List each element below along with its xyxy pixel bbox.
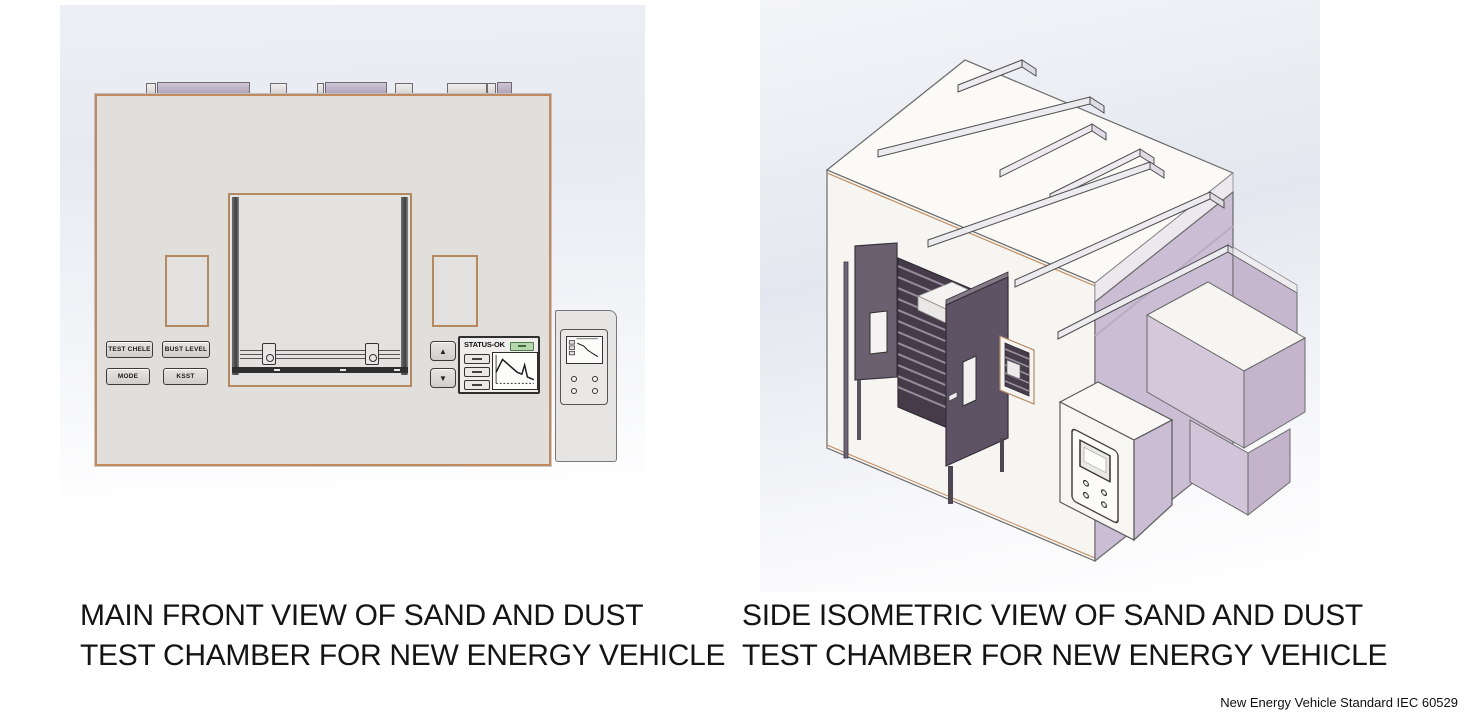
inspection-window-right: [432, 255, 478, 327]
caption-isometric-view: SIDE ISOMETRIC VIEW OF SAND AND DUST TES…: [742, 596, 1387, 676]
controller-button: [571, 388, 577, 394]
status-mini-button: [464, 367, 490, 377]
annex-block-step1: [1145, 281, 1307, 449]
door-track-lines: [240, 347, 400, 361]
door-rail-right: [401, 197, 408, 375]
iso-controller-box: [1058, 381, 1174, 542]
arrow-up-icon: ▲: [439, 346, 447, 356]
status-panel: STATUS-OK: [458, 336, 540, 394]
caption-line: SIDE ISOMETRIC VIEW OF SAND AND DUST: [742, 599, 1363, 632]
chamber-door: [228, 193, 412, 387]
chamber-side-window: [999, 335, 1035, 405]
door-window-slot: [869, 310, 888, 355]
door-window-slot: [962, 355, 977, 407]
test-cycle-button: TEST CHELE: [106, 341, 153, 358]
caption-front-view: MAIN FRONT VIEW OF SAND AND DUST TEST CH…: [80, 596, 725, 676]
roof-rail-hook: [1091, 123, 1107, 141]
iso-controller-button: [1101, 489, 1108, 497]
door-latch-right: [365, 343, 379, 365]
status-title: STATUS-OK: [464, 340, 505, 349]
dust-level-button: BUST LEVEL: [162, 341, 210, 358]
caption-line: MAIN FRONT VIEW OF SAND AND DUST: [80, 599, 644, 632]
door-latch-left: [262, 343, 276, 365]
roof-vent-block: [325, 82, 387, 93]
ksst-button: KSST: [163, 368, 208, 385]
chamber-door-right-panel: [945, 271, 1009, 504]
door-rail-left: [232, 197, 239, 375]
status-chart-line: [495, 358, 535, 381]
arrow-down-icon: ▼: [439, 373, 447, 383]
roof-rail-hook: [1089, 96, 1105, 114]
rail-mark: [340, 369, 346, 371]
caption-line: TEST CHAMBER FOR NEW ENERGY VEHICLE: [742, 639, 1388, 672]
status-ok-indicator: [510, 342, 534, 351]
rail-mark: [274, 369, 280, 371]
roof-vent-block: [497, 82, 512, 93]
rail-mark: [394, 369, 400, 371]
roof-rails: [877, 59, 1243, 340]
roof-vent-block: [395, 83, 413, 93]
door-handle: [948, 391, 958, 402]
front-view-render: TEST CHELE BUST LEVEL MODE KSST ▲ ▼ STAT…: [60, 5, 645, 520]
status-trend-chart: [492, 352, 538, 390]
standard-footnote: New Energy Vehicle Standard IEC 60529: [1220, 695, 1458, 710]
controller-button: [592, 388, 598, 394]
roof-vent-block: [447, 83, 487, 93]
controller-screen: [566, 336, 603, 364]
controller-button: [571, 376, 577, 382]
chamber-door-left-panel: [843, 242, 898, 459]
arrow-up-button: ▲: [430, 341, 456, 361]
isometric-view-render: [760, 0, 1320, 592]
arrow-down-button: ▼: [430, 368, 456, 388]
status-mini-button: [464, 354, 490, 364]
roof-vent-block: [270, 83, 287, 93]
roof-rail-hook: [1149, 161, 1165, 179]
controller-panel: [560, 329, 608, 405]
roof-vent-block: [487, 83, 496, 93]
roof-rail-hook: [1021, 59, 1037, 77]
controller-button: [592, 376, 598, 382]
iso-controller-button: [1083, 491, 1090, 499]
status-mini-button: [464, 380, 490, 390]
roof-rail-hook: [1209, 191, 1225, 209]
roof-vent-block: [317, 83, 324, 93]
side-controller-unit: [555, 310, 617, 462]
controller-screen-line: [577, 342, 599, 358]
mode-button: MODE: [106, 368, 150, 385]
iso-controller-button: [1101, 501, 1108, 509]
roof-vent-block: [146, 83, 156, 93]
annex-block-step2: [1189, 419, 1291, 517]
inspection-window-left: [165, 255, 209, 327]
roof-vent-block: [157, 82, 250, 93]
door-bottom-rail: [232, 367, 408, 373]
iso-controller-button: [1083, 479, 1090, 487]
iso-controller-panel: [1071, 428, 1119, 524]
caption-line: TEST CHAMBER FOR NEW ENERGY VEHICLE: [80, 639, 726, 672]
